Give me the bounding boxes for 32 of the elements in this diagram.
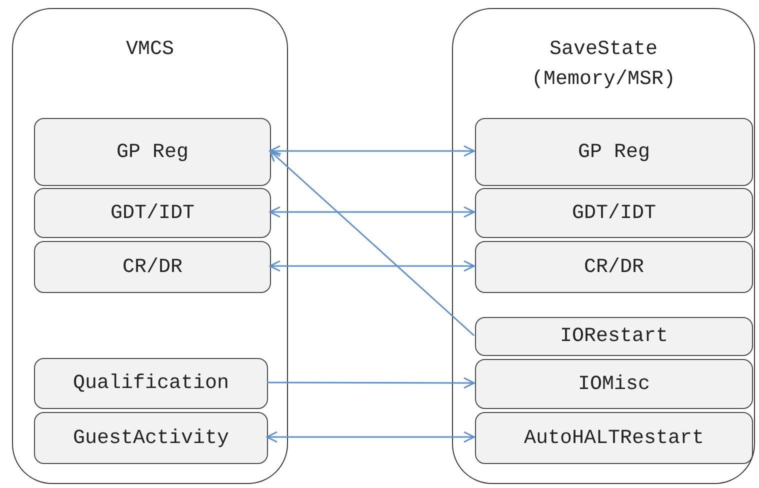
register-box [475,412,753,464]
register-box [34,241,271,293]
register-box [475,241,753,293]
group-panel [12,8,288,484]
panel-title: VMCS [124,37,175,63]
arrow [267,377,475,389]
register-label: CR/DR [584,256,644,278]
register-label: GDT/IDT [572,202,656,224]
register-label: GP Reg [578,140,650,164]
arrow [269,145,475,157]
register-label: GP Reg [116,140,188,164]
register-box [34,358,268,409]
register-label: IORestart [560,325,668,348]
arrow [269,150,474,336]
register-label: GDT/IDT [110,202,194,224]
panel-title: SaveState (Memory/MSR) [530,37,677,93]
arrow [269,206,475,218]
register-label: GuestActivity [72,426,230,450]
arrow [269,260,475,272]
register-box [34,412,268,464]
register-box [475,118,753,186]
register-label: CR/DR [122,256,182,278]
register-label: Qualification [72,372,230,395]
register-box [34,188,271,238]
register-box [475,359,753,409]
arrow [266,431,475,443]
group-panel [452,8,755,484]
register-box [475,188,753,238]
register-box [475,317,753,356]
register-box [34,118,271,186]
register-label: AutoHALTRestart [524,426,704,450]
register-label: IOMisc [578,372,650,396]
